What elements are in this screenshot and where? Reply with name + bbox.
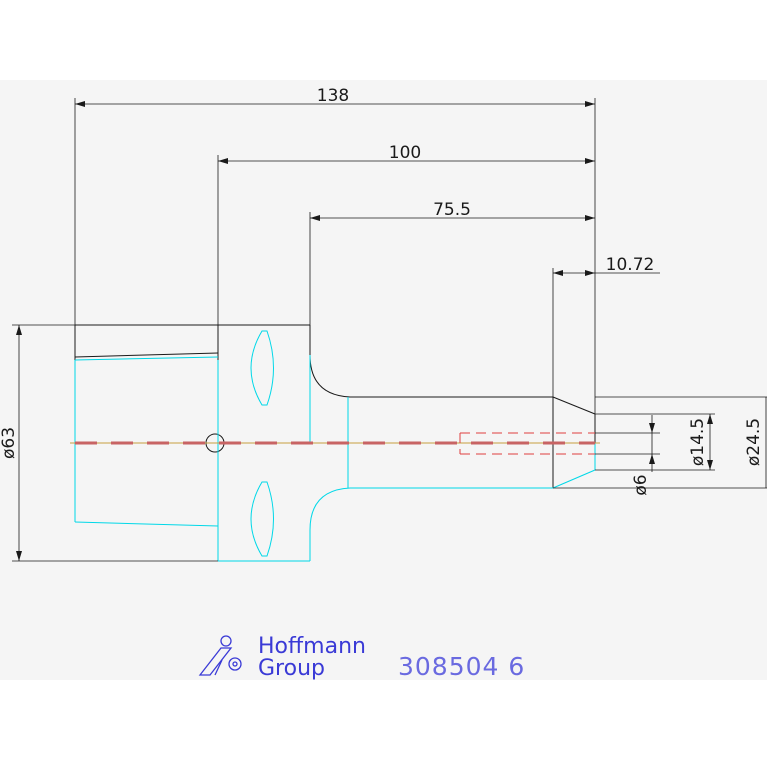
dim-138: 138 — [317, 86, 349, 106]
part-outline — [74, 324, 596, 488]
dim-dia-14-5: ø14.5 — [688, 418, 708, 466]
drawing-sheet — [0, 80, 767, 680]
logo-line-2: Group — [258, 656, 325, 681]
dim-75-5: 75.5 — [433, 200, 471, 220]
dimension-arrows — [16, 101, 713, 561]
logo-line-1: Hoffmann — [258, 634, 366, 659]
dimension-lines — [12, 98, 767, 562]
center-line — [70, 432, 600, 455]
part-hidden-lines — [74, 330, 596, 562]
part-number: 308504 6 — [398, 652, 525, 681]
dim-dia-24-5: ø24.5 — [744, 418, 764, 466]
dim-10-72: 10.72 — [606, 255, 655, 275]
dim-dia-63: ø63 — [0, 427, 19, 459]
hoffmann-logo-icon — [198, 635, 242, 676]
dim-dia-6: ø6 — [631, 474, 651, 495]
dim-100: 100 — [389, 143, 421, 163]
